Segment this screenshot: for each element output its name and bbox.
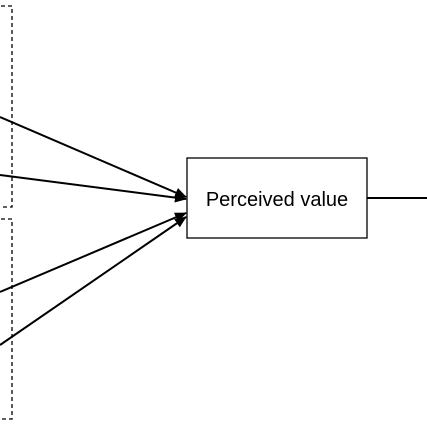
dashed-group-box-bottom: [0, 218, 13, 420]
arrow-1: [0, 116, 187, 198]
perceived-value-box: [186, 157, 368, 239]
arrow-3: [0, 212, 187, 293]
perceived-value-label: Perceived value: [206, 189, 348, 211]
arrow-4: [0, 216, 187, 346]
arrow-2: [0, 174, 187, 203]
